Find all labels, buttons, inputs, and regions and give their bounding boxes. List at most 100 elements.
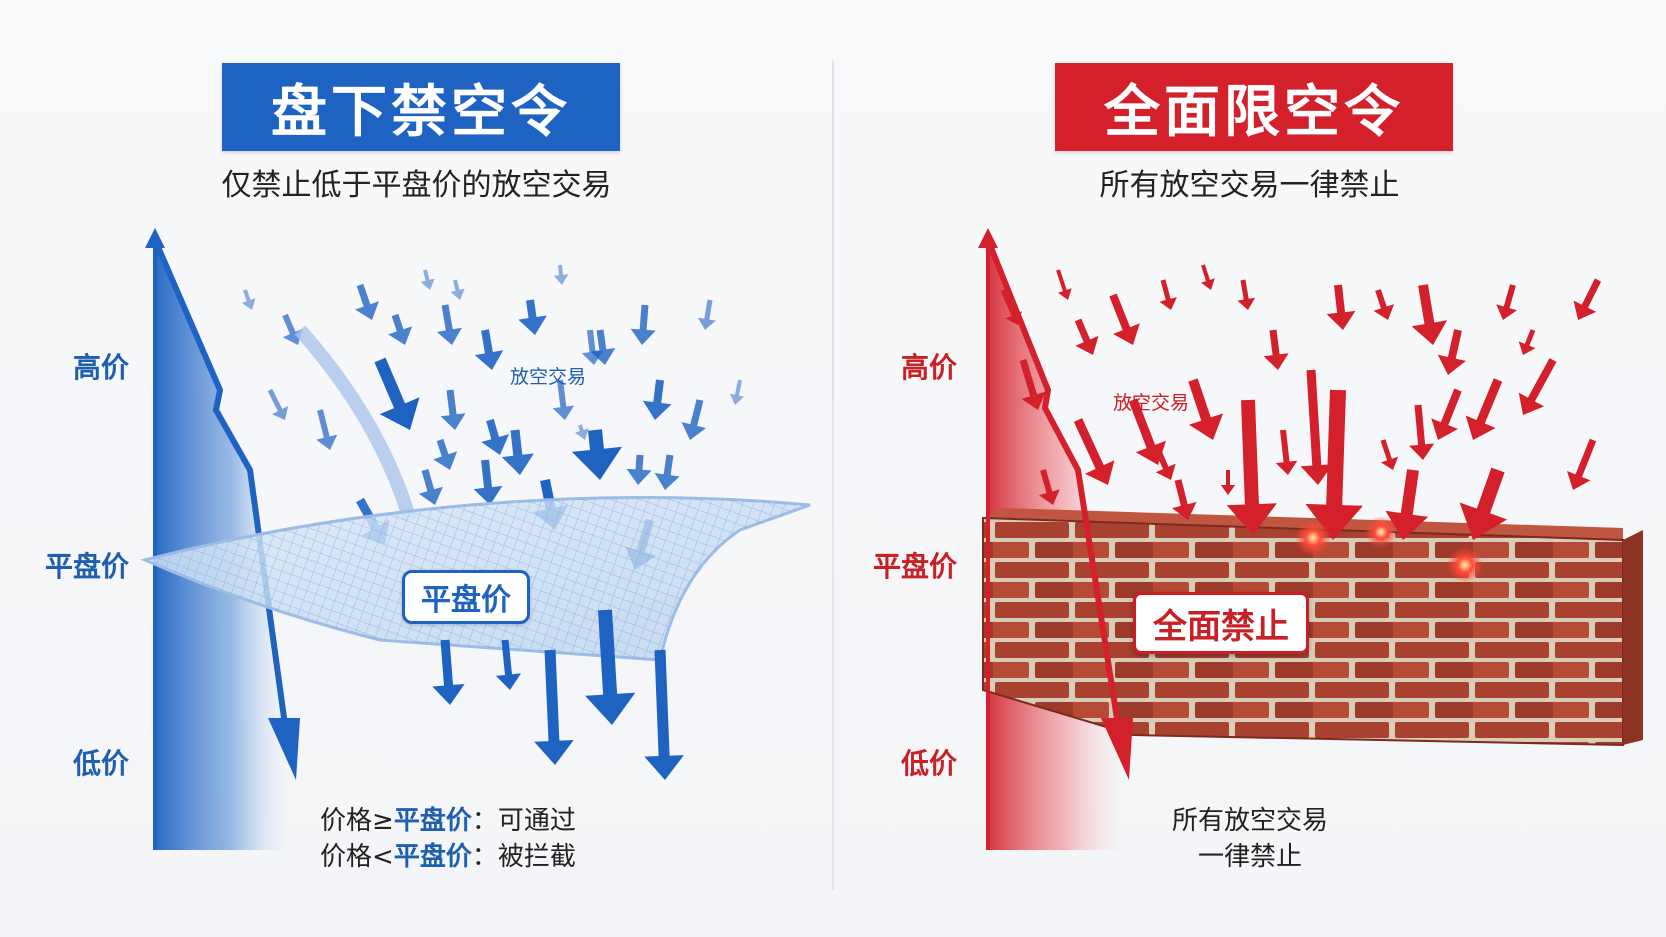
- short-sell-arrow: [654, 454, 680, 490]
- short-sell-arrow: [1567, 438, 1597, 490]
- short-sell-arrow: [697, 299, 716, 330]
- short-sell-arrow: [420, 269, 435, 290]
- short-sell-arrow: [418, 469, 443, 505]
- trend-arrowhead-icon: [1101, 718, 1133, 780]
- panel-divider: [832, 60, 834, 890]
- short-sell-arrow: [481, 418, 509, 455]
- short-sell-arrow: [1220, 470, 1236, 495]
- short-sell-arrow: [1431, 388, 1462, 440]
- short-sell-arrow: [1237, 279, 1256, 310]
- price-trend-line: [985, 238, 1121, 726]
- short-sell-label: 放空交易: [510, 366, 587, 388]
- short-sell-arrows-through: [432, 609, 684, 780]
- short-sell-arrow: [473, 459, 503, 505]
- short-sell-arrows-blocked: [1000, 264, 1602, 540]
- short-sell-label: 放空交易: [1113, 392, 1190, 414]
- short-sell-arrow: [474, 329, 504, 370]
- short-sell-arrow: [1326, 284, 1356, 330]
- short-sell-arrow: [1380, 439, 1399, 470]
- short-sell-arrow: [355, 283, 379, 320]
- short-sell-arrow: [1263, 329, 1289, 370]
- short-sell-arrow: [1373, 289, 1395, 320]
- short-sell-arrow: [1518, 329, 1536, 355]
- short-sell-arrow: [1039, 469, 1060, 505]
- short-sell-arrow: [585, 609, 636, 725]
- short-sell-arrow: [1518, 358, 1557, 415]
- total-ban-sign: 全面禁止: [1133, 592, 1309, 654]
- short-sell-arrow: [433, 438, 458, 470]
- short-sell-arrow: [1437, 329, 1466, 375]
- short-sell-arrow: [534, 649, 574, 765]
- total-ban-title: 全面限空令: [1055, 63, 1453, 151]
- short-sell-arrow: [1573, 278, 1602, 320]
- short-sell-arrow: [1074, 318, 1099, 355]
- impact-spark: [1295, 520, 1331, 556]
- ban-caption: 所有放空交易 一律禁止: [970, 803, 1530, 875]
- short-sell-arrow: [388, 313, 413, 345]
- curved-short-arrow: [294, 325, 417, 523]
- short-sell-arrow: [1411, 284, 1448, 345]
- short-sell-arrow: [553, 264, 569, 285]
- short-sell-arrow: [267, 388, 289, 420]
- short-sell-arrow: [552, 379, 575, 420]
- short-sell-arrow: [1385, 469, 1429, 540]
- short-sell-arrow: [436, 304, 462, 345]
- total-ban-subtitle: 所有放空交易一律禁止: [1099, 168, 1400, 203]
- axis-label-high: 高价: [73, 351, 130, 384]
- short-sell-arrow: [681, 399, 706, 440]
- short-sell-arrow: [1073, 418, 1115, 485]
- short-sell-arrow: [1155, 448, 1176, 480]
- axis-label-low: 低价: [901, 747, 958, 780]
- rule-pass-line: 价格≥平盘价：可通过: [320, 806, 576, 836]
- short-sell-arrow: [1226, 399, 1277, 535]
- short-sell-arrow: [575, 424, 589, 440]
- short-sell-arrow: [1459, 467, 1508, 540]
- short-sell-arrow: [626, 454, 652, 485]
- short-sell-arrow: [1305, 389, 1363, 540]
- short-sell-arrow: [642, 379, 672, 420]
- brick-wall-side: [1623, 530, 1643, 745]
- ban-caption-line: 一律禁止: [1197, 842, 1302, 872]
- short-sell-arrow: [1172, 479, 1197, 520]
- short-sell-arrow: [644, 649, 684, 780]
- short-sell-arrow: [571, 429, 622, 480]
- short-sell-arrow: [1188, 378, 1224, 440]
- short-sell-arrow: [1201, 264, 1215, 290]
- short-sell-arrow: [1056, 269, 1072, 300]
- short-sell-arrow: [1496, 284, 1517, 320]
- short-sell-arrow: [729, 379, 744, 405]
- short-sell-arrow: [282, 313, 303, 345]
- short-sell-arrow: [1000, 289, 1022, 325]
- short-sell-arrow: [1300, 369, 1333, 485]
- ban-caption-line: 所有放空交易: [1171, 806, 1328, 836]
- short-sell-arrow: [450, 279, 465, 300]
- impact-spark: [1365, 516, 1397, 548]
- short-sell-arrow: [432, 639, 465, 705]
- short-sell-arrow: [374, 357, 420, 430]
- trend-arrowhead-icon: [268, 718, 300, 780]
- right-panel-total-ban: 全面限空令 所有放空交易一律禁止 高价 平盘价 低价 放空交易 全面禁止 所有放…: [833, 0, 1666, 937]
- axis-label-low: 低价: [73, 747, 130, 780]
- rule-caption: 价格≥平盘价：可通过 价格<平盘价：被拦截: [320, 803, 576, 875]
- impact-spark: [1447, 547, 1483, 583]
- short-sell-arrow: [581, 329, 604, 365]
- short-sell-arrow: [1465, 378, 1503, 440]
- left-panel-uptick-rule: 盘下禁空令 仅禁止低于平盘价的放空交易 高价 平盘价 低价 放空交易 平盘价 价…: [45, 63, 811, 875]
- short-sell-arrow: [1409, 404, 1435, 460]
- axis-label-flat: 平盘价: [873, 550, 958, 583]
- short-sell-arrow: [1128, 398, 1166, 465]
- short-sell-arrow: [1019, 359, 1046, 410]
- short-sell-arrow: [495, 639, 521, 690]
- short-sell-arrow: [501, 429, 534, 475]
- axis-arrowhead-icon: [978, 228, 998, 248]
- axis-arrowhead-icon: [145, 228, 165, 248]
- short-sell-arrow: [518, 299, 547, 335]
- axis-label-flat: 平盘价: [45, 550, 130, 583]
- axis-label-high: 高价: [901, 351, 958, 384]
- short-sell-arrow: [440, 389, 466, 430]
- short-sell-arrow: [1109, 293, 1140, 345]
- uptick-rule-title: 盘下禁空令: [222, 63, 620, 151]
- short-sell-arrow: [1159, 279, 1177, 310]
- net-flat-price-label: 平盘价: [402, 570, 530, 624]
